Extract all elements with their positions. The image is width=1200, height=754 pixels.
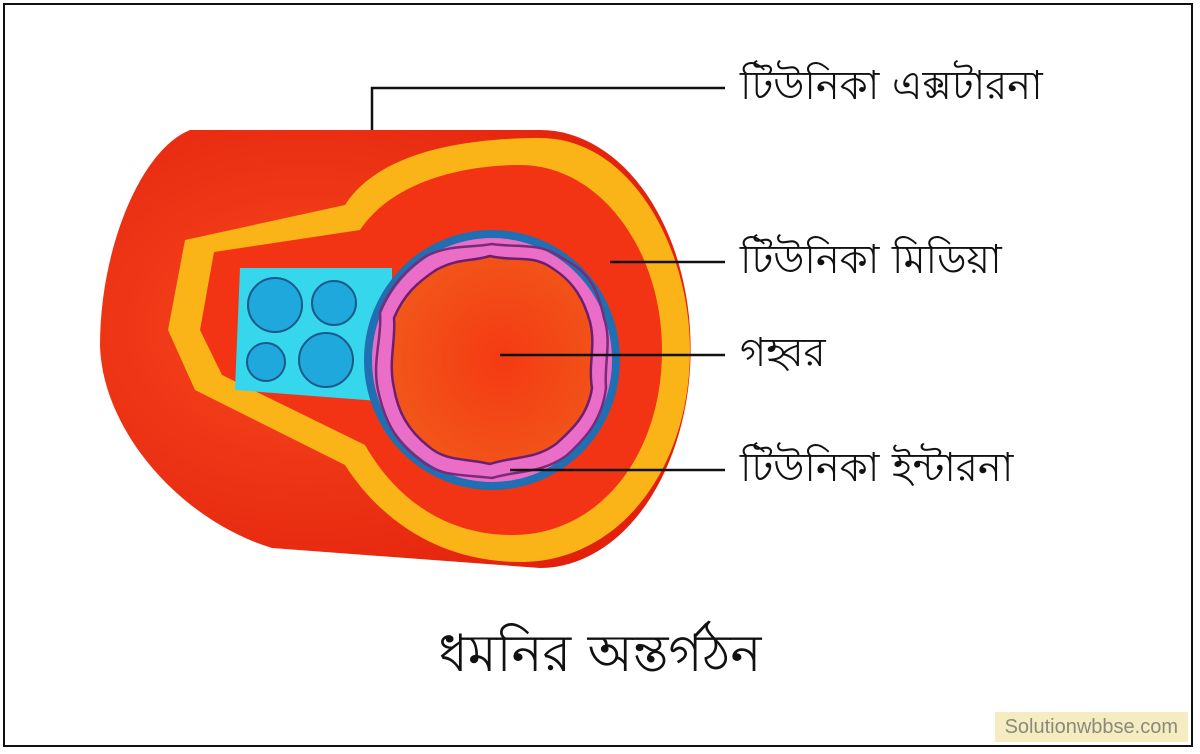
vessel-2: [311, 280, 357, 326]
label-tunica-media: টিউনিকা মিডিয়া: [740, 237, 1002, 283]
vessel-1: [247, 277, 303, 333]
diagram-frame: [3, 3, 1193, 747]
watermark: Solutionwbbse.com: [994, 712, 1188, 742]
lumen-cavity: [390, 254, 594, 466]
diagram-caption: ধমনির অন্তর্গঠন: [438, 624, 762, 684]
leader-line-tunica-externa: [370, 86, 725, 130]
label-lumen: গহ্বর: [740, 330, 826, 376]
label-tunica-interna: টিউনিকা ইন্টারনা: [740, 445, 1014, 491]
tunica-interna-wavy-line: [374, 242, 609, 480]
vessel-4: [298, 332, 354, 388]
small-blood-vessels: [246, 277, 357, 388]
vessel-3: [246, 342, 286, 382]
label-tunica-externa: টিউনিকা এক্সটারনা: [740, 63, 1043, 109]
